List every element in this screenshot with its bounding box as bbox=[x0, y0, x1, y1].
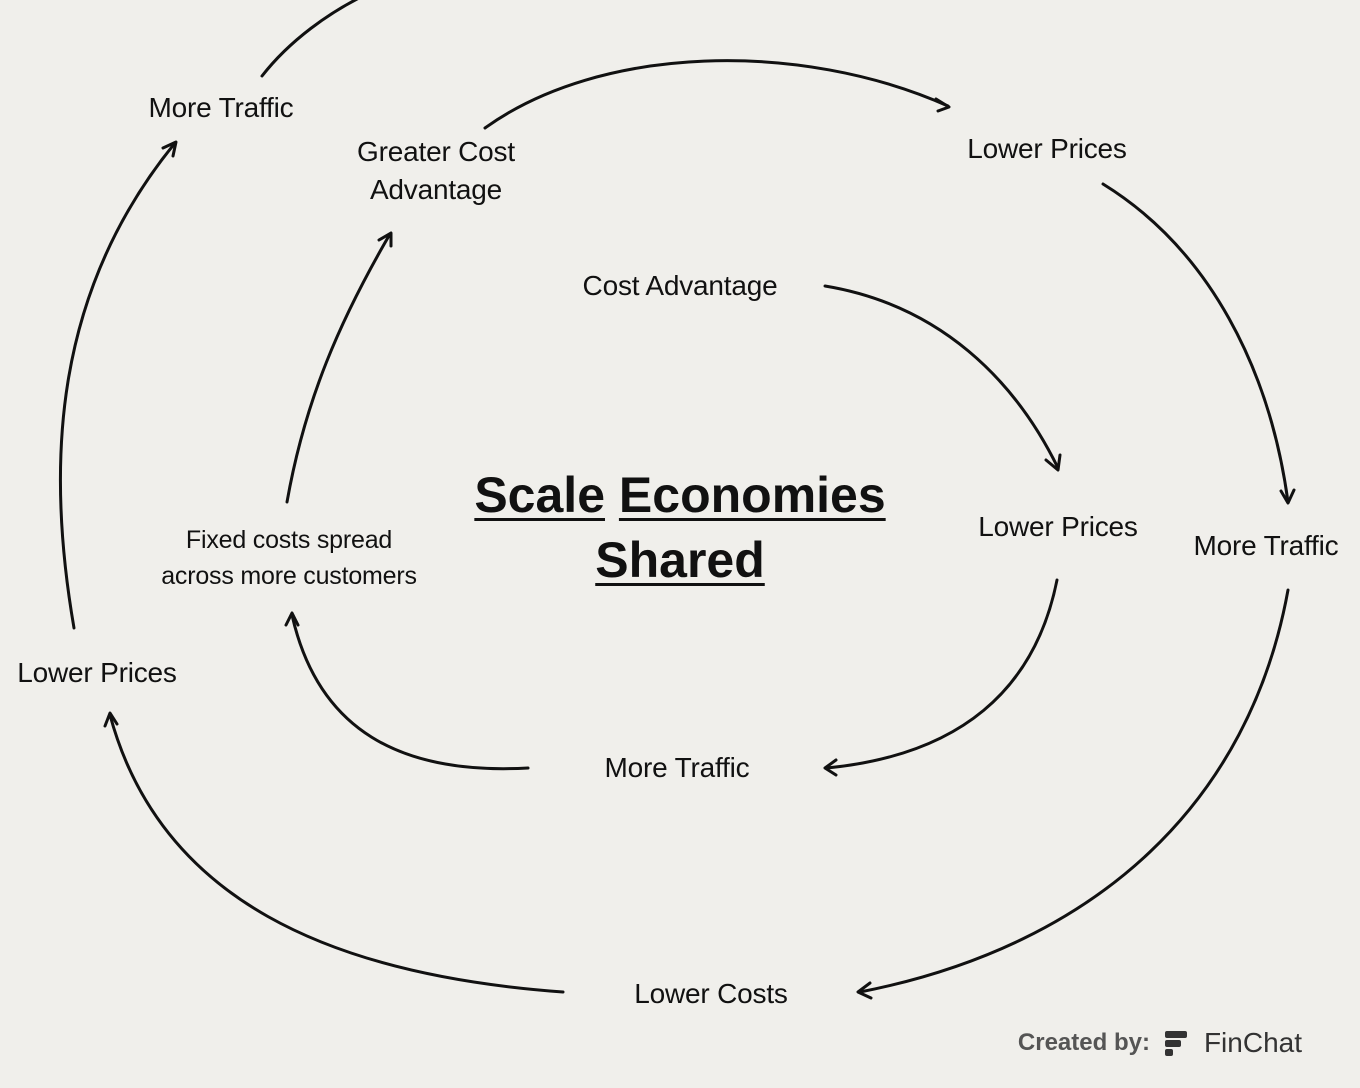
arrow-more-traffic-to-continuation bbox=[260, 0, 359, 78]
node-fixed-costs-spread: Fixed costs spread across more customers bbox=[161, 522, 417, 595]
greater-cost-line2: Advantage bbox=[369, 174, 503, 205]
arrow-cost-advantage-to-lower-prices bbox=[823, 284, 1062, 472]
credit-brand: FinChat bbox=[1203, 1027, 1302, 1058]
arrow-more-traffic-to-lower-costs bbox=[856, 588, 1290, 1000]
node-lower-costs: Lower Costs bbox=[634, 978, 788, 1010]
arrow-lower-prices-to-more-traffic-right bbox=[1101, 182, 1296, 505]
node-more-traffic-inner: More Traffic bbox=[604, 752, 750, 784]
finchat-logo-icon bbox=[1164, 1031, 1187, 1056]
node-more-traffic-outer: More Traffic bbox=[148, 92, 294, 124]
node-more-traffic-middle: More Traffic bbox=[1193, 530, 1339, 562]
title-word-shared: Shared bbox=[595, 532, 765, 588]
node-cost-advantage: Cost Advantage bbox=[582, 270, 778, 302]
arrow-fixed-costs-to-greater-cost-advantage bbox=[285, 231, 393, 504]
arrow-greater-cost-advantage-to-lower-prices bbox=[483, 59, 951, 130]
diagram-title: Scale Economies Shared bbox=[474, 463, 885, 593]
title-word-scale: Scale bbox=[474, 467, 606, 523]
node-lower-prices-outer: Lower Prices bbox=[17, 657, 177, 689]
node-lower-prices-inner: Lower Prices bbox=[978, 511, 1138, 543]
credit-label: Created by: bbox=[1017, 1029, 1150, 1056]
fixed-costs-line2: across more customers bbox=[161, 562, 417, 590]
credit-footer: Created by: FinChat bbox=[1018, 1027, 1302, 1059]
arrow-lower-prices-to-more-traffic-left bbox=[58, 140, 178, 630]
node-greater-cost-advantage: Greater Cost Advantage bbox=[357, 133, 515, 209]
fixed-costs-line1: Fixed costs spread bbox=[185, 525, 393, 554]
arrow-lower-costs-to-lower-prices bbox=[103, 711, 565, 994]
arrow-lower-prices-to-more-traffic bbox=[823, 578, 1059, 777]
greater-cost-line1: Greater Cost bbox=[357, 136, 515, 168]
title-word-economies: Economies bbox=[618, 467, 886, 523]
arrow-more-traffic-to-fixed-costs bbox=[284, 611, 530, 771]
node-lower-prices-middle: Lower Prices bbox=[967, 133, 1127, 165]
